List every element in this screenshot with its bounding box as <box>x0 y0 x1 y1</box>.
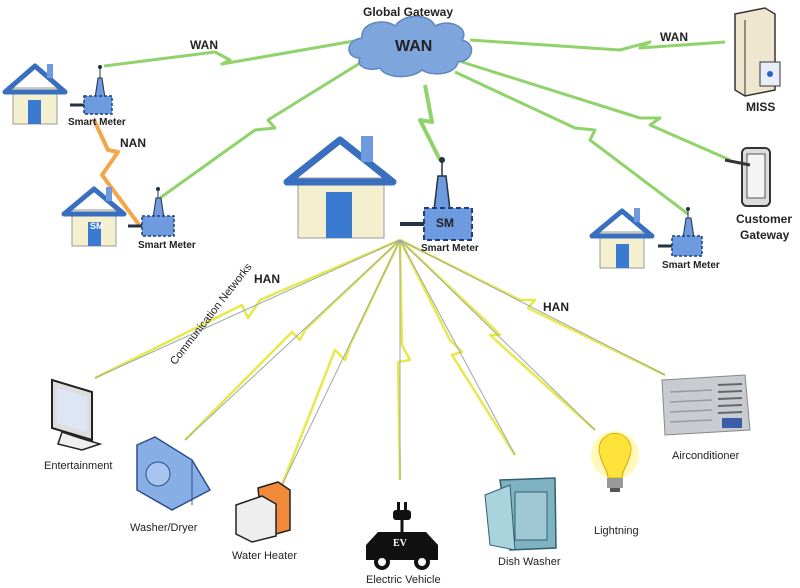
smart-meter-label-center: Smart Meter <box>421 243 479 254</box>
dishwasher-icon <box>484 477 557 551</box>
wan-link-house1 <box>103 38 361 68</box>
han-link-ac <box>399 238 666 377</box>
appliance-label-lightning: Lightning <box>594 525 639 537</box>
wan-link-house2 <box>159 58 366 200</box>
wan-cloud-label: WAN <box>395 38 433 55</box>
smart-meter-label-1: Smart Meter <box>68 117 126 128</box>
washer-icon <box>136 436 212 511</box>
house-icon-1 <box>2 63 68 125</box>
appliance-label-entertainment: Entertainment <box>44 460 113 472</box>
miss-label: MISS <box>746 100 776 114</box>
air-conditioner-icon <box>661 374 751 436</box>
smart-meter-badge-center: SM <box>436 216 454 230</box>
monitor-icon <box>51 378 103 451</box>
nan-link <box>92 119 142 228</box>
light-bulb-icon <box>591 431 639 492</box>
nan-label: NAN <box>120 136 146 150</box>
wan-label-right: WAN <box>660 30 688 44</box>
han-link-lightning <box>399 239 596 431</box>
han-link-entertainment <box>94 238 401 380</box>
ev-car-icon <box>366 502 438 570</box>
house-icon-4 <box>589 208 655 269</box>
smart-meter-badge-2: SM <box>90 221 104 231</box>
appliance-label-ac: Airconditioner <box>672 450 740 462</box>
han-thin-lines <box>94 239 666 486</box>
customer-gateway-tablet-icon <box>724 147 771 207</box>
wan-cloud-icon <box>348 15 473 78</box>
han-label-right: HAN <box>543 300 569 314</box>
appliance-label-washer: Washer/Dryer <box>130 522 198 534</box>
wan-link-customer-gateway <box>461 60 731 162</box>
ev-badge: EV <box>393 538 407 549</box>
water-heater-icon <box>235 481 291 543</box>
wan-links <box>103 38 731 216</box>
wan-link-center-meter <box>418 84 442 161</box>
wan-label-left: WAN <box>190 38 218 52</box>
wan-link-house4 <box>454 70 689 216</box>
appliance-label-ev: Electric Vehicle <box>366 574 441 586</box>
smart-meter-label-2: Smart Meter <box>138 240 196 251</box>
smart-meter-icon-4 <box>658 207 703 257</box>
han-links <box>94 238 666 486</box>
han-link-ev <box>396 239 412 481</box>
han-link-washer <box>184 239 401 441</box>
house-icon-2 <box>61 186 127 247</box>
appliance-label-dishwasher: Dish Washer <box>498 556 561 568</box>
han-link-dishwasher <box>398 239 517 456</box>
customer-gateway-label-line2: Gateway <box>740 228 790 242</box>
smart-meter-label-4: Smart Meter <box>662 260 720 271</box>
miss-server-icon <box>734 7 781 97</box>
smart-meter-icon-2 <box>128 187 175 237</box>
smart-meter-icon-center <box>400 157 473 241</box>
smart-meter-icon-1 <box>70 65 113 115</box>
global-gateway-title: Global Gateway <box>363 5 454 19</box>
wan-link-miss <box>469 38 726 52</box>
house-icon-center <box>283 136 397 239</box>
customer-gateway-label-line1: Customer <box>736 212 793 226</box>
appliance-label-water-heater: Water Heater <box>232 550 298 562</box>
han-label-left: HAN <box>254 272 280 286</box>
